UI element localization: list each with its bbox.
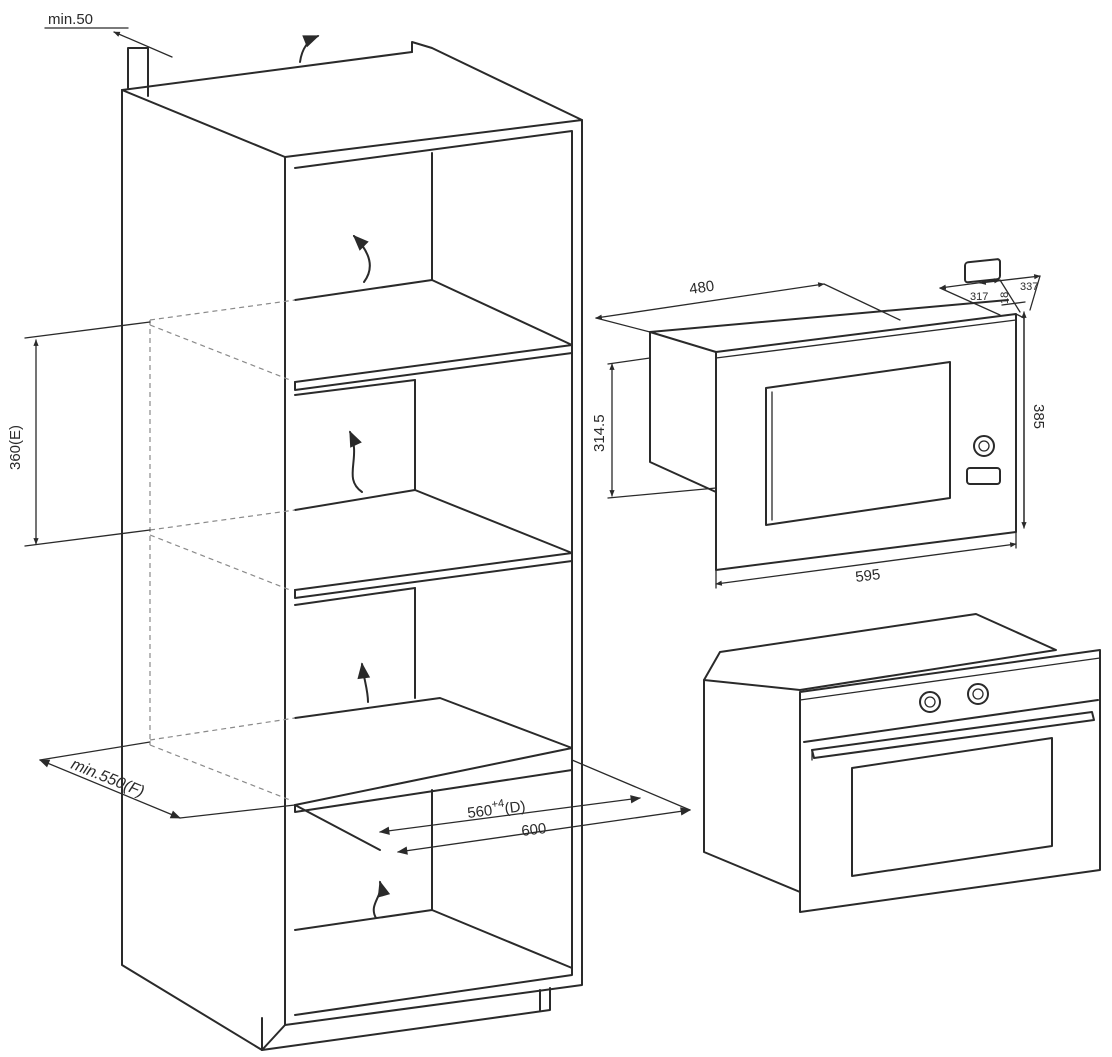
built-in-oven <box>703 613 1101 913</box>
display-panel <box>964 258 1001 284</box>
svg-text:360(E): 360(E) <box>7 425 24 470</box>
airflow-arrow-icon <box>352 234 371 283</box>
svg-text:385: 385 <box>1030 404 1047 429</box>
svg-text:18: 18 <box>999 292 1011 304</box>
dimension-min-550-f: min.550(F) <box>39 741 296 819</box>
dimension-depth: 560+4(D) 600 <box>378 759 692 855</box>
dimension-360-e: 360(E) <box>7 321 151 547</box>
svg-text:600: 600 <box>520 820 547 840</box>
knob-icon <box>973 435 995 457</box>
svg-text:595: 595 <box>854 566 881 586</box>
knob-icon <box>967 683 989 705</box>
handle-icon <box>811 711 1095 759</box>
control-button <box>966 467 1001 485</box>
svg-text:480: 480 <box>688 278 715 298</box>
svg-text:317: 317 <box>970 291 988 303</box>
svg-text:337: 337 <box>1020 281 1038 293</box>
built-in-microwave: 480 317 337 18 314.5 385 595 <box>591 258 1047 589</box>
airflow-arrow-icon <box>299 35 320 63</box>
airflow-arrows <box>299 35 391 919</box>
svg-text:560+4(D): 560+4(D) <box>466 795 526 822</box>
airflow-arrow-icon <box>357 662 371 703</box>
svg-text:min.550(F): min.550(F) <box>69 756 147 801</box>
svg-text:314.5: 314.5 <box>591 414 608 452</box>
svg-text:min.50: min.50 <box>48 11 93 28</box>
dimension-min-50: min.50 <box>44 11 173 58</box>
airflow-arrow-icon <box>372 880 391 919</box>
tall-cabinet <box>121 41 583 1051</box>
airflow-arrow-icon <box>349 430 363 493</box>
knob-icon <box>919 691 941 713</box>
